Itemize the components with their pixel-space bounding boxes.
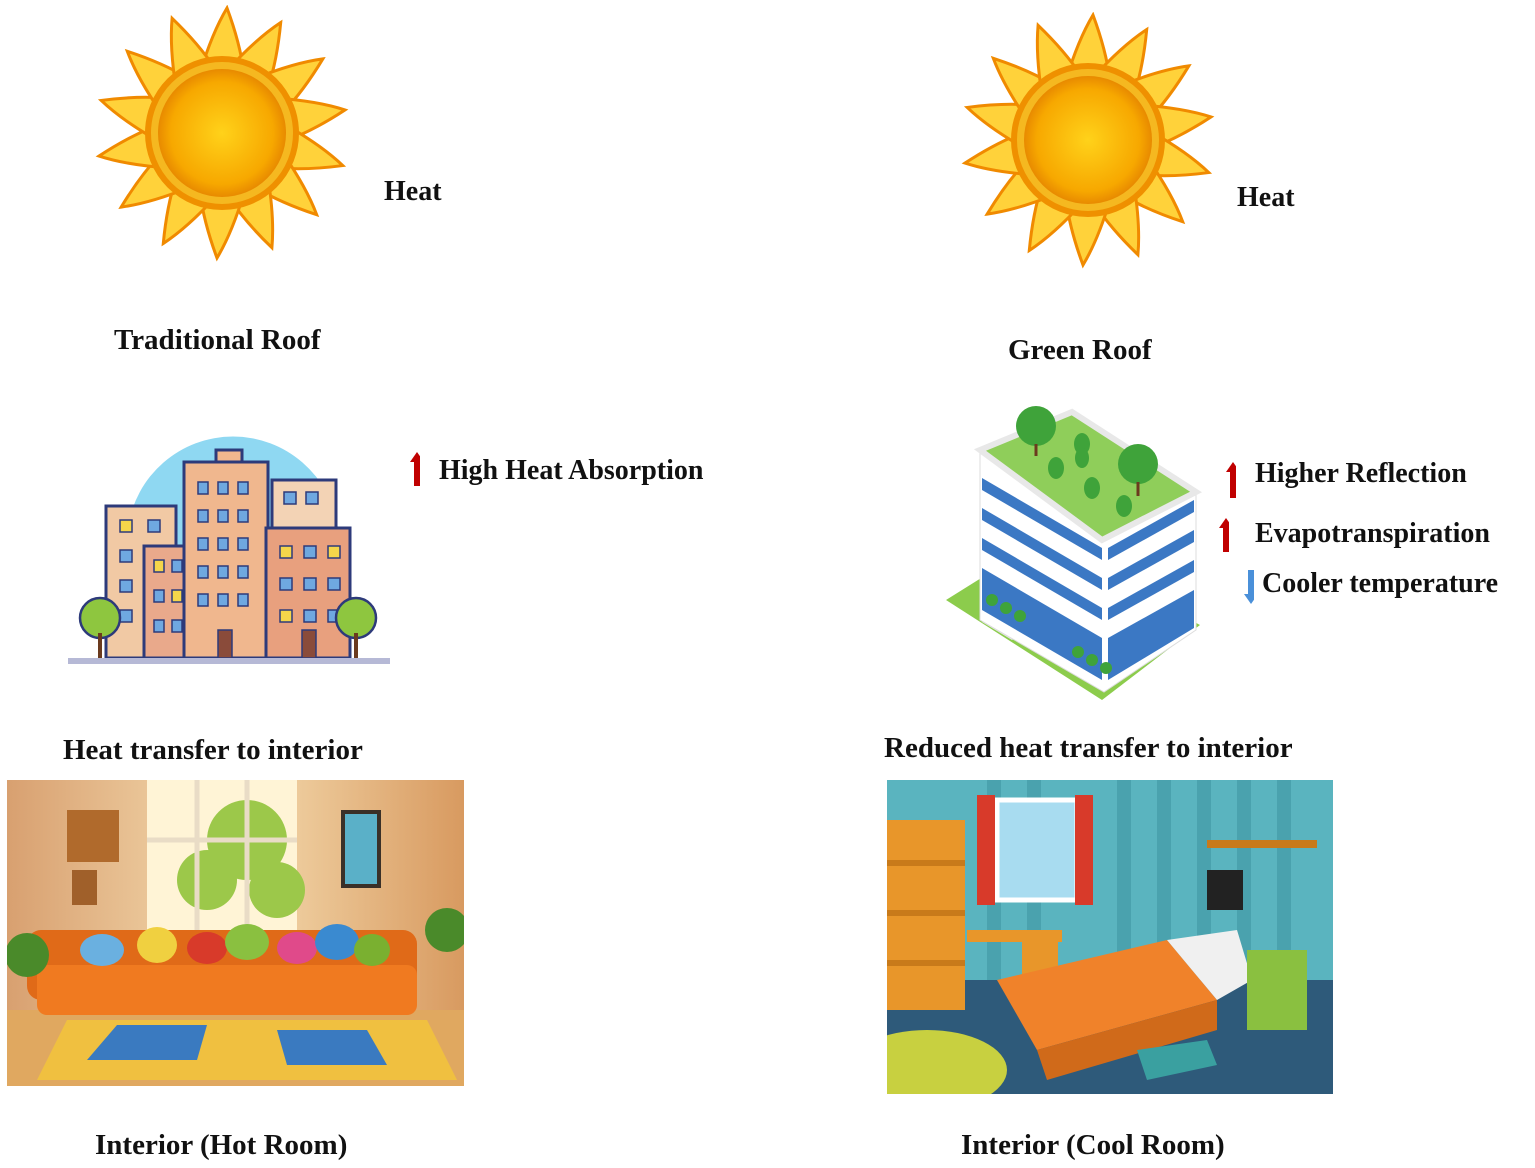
cool-room-label: Interior (Cool Room) bbox=[961, 1129, 1225, 1161]
heat-label-left: Heat bbox=[384, 176, 442, 207]
green-roof-building-illustration bbox=[946, 406, 1203, 700]
sun-icon bbox=[92, 5, 352, 265]
higher-reflection-label: Higher Reflection bbox=[1255, 458, 1467, 489]
traditional-roof-title: Traditional Roof bbox=[114, 324, 321, 356]
high-heat-absorption-label: High Heat Absorption bbox=[439, 455, 704, 486]
cooler-temperature-label: Cooler temperature bbox=[1262, 568, 1499, 599]
city-buildings-illustration bbox=[68, 436, 390, 664]
heat-label-right: Heat bbox=[1237, 182, 1295, 213]
sun-icon bbox=[958, 12, 1218, 272]
green-roof-title: Green Roof bbox=[1008, 334, 1152, 366]
arrow-up-icon bbox=[1219, 518, 1229, 552]
hot-room-label: Interior (Hot Room) bbox=[95, 1129, 348, 1161]
reduced-heat-transfer-label: Reduced heat transfer to interior bbox=[884, 732, 1293, 764]
arrow-up-icon bbox=[410, 452, 420, 486]
evapotranspiration-label: Evapotranspiration bbox=[1255, 518, 1490, 549]
arrow-down-icon bbox=[1244, 570, 1254, 604]
hot-room-image bbox=[7, 780, 464, 1086]
arrow-up-icon bbox=[1226, 462, 1236, 498]
cool-room-image bbox=[887, 780, 1333, 1094]
heat-transfer-label: Heat transfer to interior bbox=[63, 734, 363, 766]
